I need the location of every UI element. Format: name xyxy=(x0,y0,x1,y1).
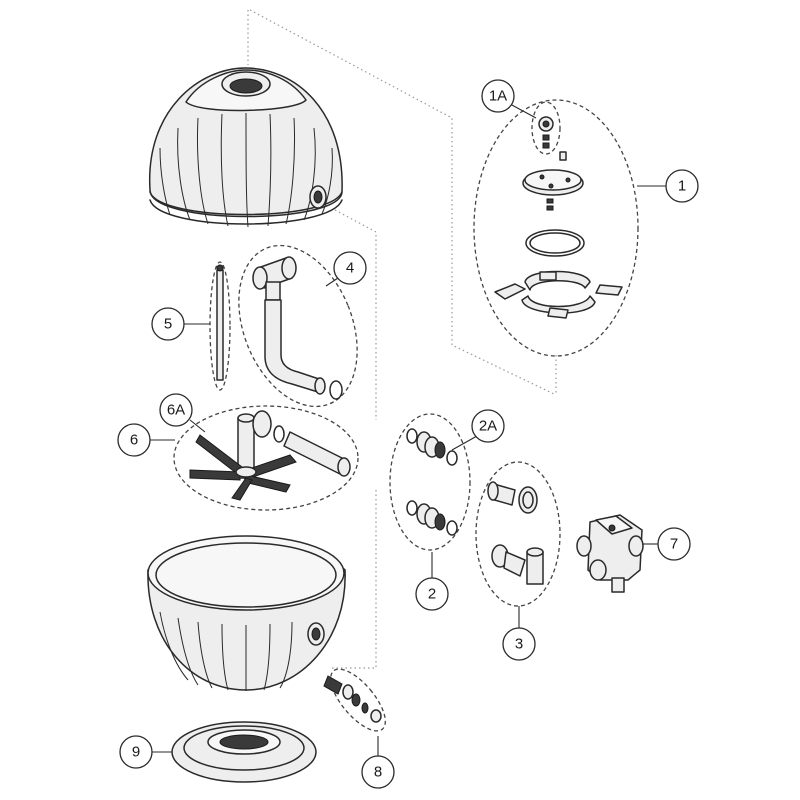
svg-text:5: 5 xyxy=(164,316,172,333)
callout-7: 7 xyxy=(657,527,691,561)
air-relief-tube xyxy=(209,261,231,391)
callout-6: 6 xyxy=(117,423,151,457)
drain-assembly xyxy=(323,668,386,732)
svg-text:1A: 1A xyxy=(489,88,507,105)
tank-top-dome xyxy=(149,67,343,228)
svg-text:2A: 2A xyxy=(479,418,497,435)
callout-2: 2 xyxy=(415,577,449,611)
svg-text:8: 8 xyxy=(374,764,382,781)
callout-1: 1 xyxy=(665,169,699,203)
tank-bottom-bowl xyxy=(147,535,346,691)
base-stand xyxy=(171,721,317,783)
lateral-assembly xyxy=(173,405,359,511)
svg-text:6A: 6A xyxy=(167,402,185,419)
callout-leaders xyxy=(150,103,666,756)
callout-9: 9 xyxy=(119,735,153,769)
union-fittings xyxy=(389,413,471,551)
svg-text:1: 1 xyxy=(678,178,686,195)
svg-text:4: 4 xyxy=(346,260,354,277)
callout-6a: 6A xyxy=(159,393,193,427)
lid-assembly xyxy=(473,99,639,357)
svg-text:2: 2 xyxy=(428,586,436,603)
pipe-fittings xyxy=(475,461,561,607)
assembly-guide-lines xyxy=(247,9,557,669)
svg-text:6: 6 xyxy=(130,432,138,449)
callout-4: 4 xyxy=(333,251,367,285)
standpipe-assembly xyxy=(238,244,358,408)
callout-2a: 2A xyxy=(471,409,505,443)
multiport-valve xyxy=(576,514,644,593)
svg-text:3: 3 xyxy=(515,636,523,653)
svg-text:9: 9 xyxy=(132,744,140,761)
callout-8: 8 xyxy=(361,755,395,789)
callout-5: 5 xyxy=(151,307,185,341)
svg-text:7: 7 xyxy=(670,536,678,553)
callout-1a: 1A xyxy=(481,79,515,113)
callout-3: 3 xyxy=(502,627,536,661)
